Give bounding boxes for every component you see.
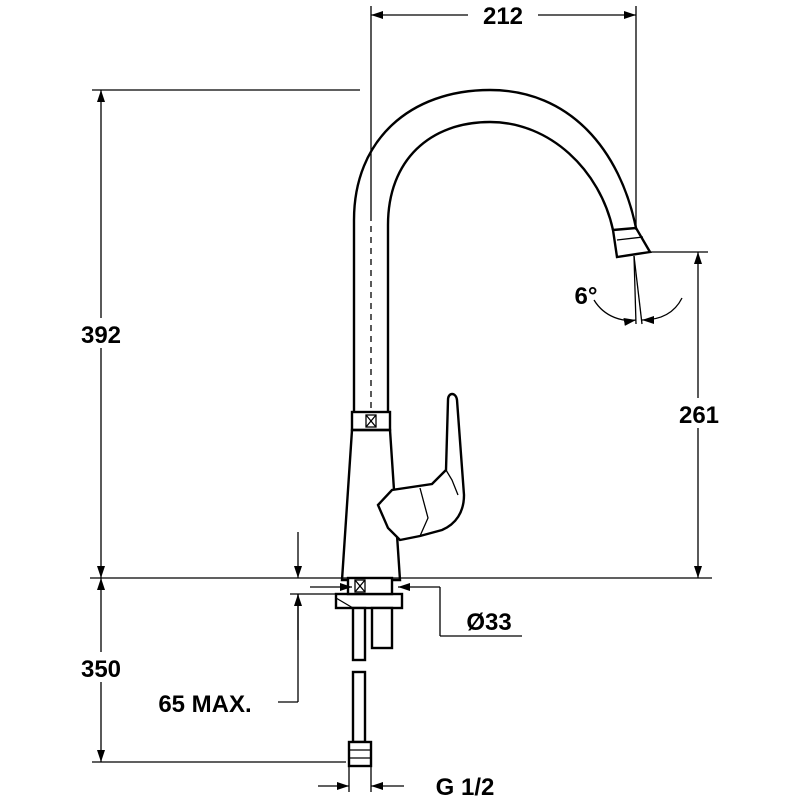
spout-inner xyxy=(386,120,615,412)
supply-hose-upper xyxy=(351,606,367,662)
dim-spout-angle: 6° xyxy=(575,255,683,326)
label-max-thickness: 65 MAX. xyxy=(158,691,251,718)
threaded-shank xyxy=(370,606,394,650)
supply-hose-lower xyxy=(351,670,367,744)
faucet-body xyxy=(340,428,402,582)
label-connection-thread: G 1/2 xyxy=(436,774,495,800)
dim-spout-reach: 212 xyxy=(370,2,637,230)
dim-hole-diameter: Ø33 xyxy=(310,583,522,637)
dim-connection-thread: G 1/2 xyxy=(318,766,494,800)
dim-total-height: 392 xyxy=(66,89,360,578)
mounting-nut xyxy=(334,592,404,610)
hose-connector xyxy=(347,740,373,768)
label-spout-height: 261 xyxy=(679,402,719,429)
label-total-height: 392 xyxy=(81,322,121,349)
label-pipe-length: 350 xyxy=(81,656,121,683)
faucet-outline xyxy=(334,88,652,768)
aerator xyxy=(611,226,652,259)
dim-max-thickness: 65 MAX. xyxy=(158,532,336,718)
lever-handle xyxy=(376,392,466,542)
dim-pipe-length: 350 xyxy=(66,578,346,763)
spout-outer xyxy=(352,88,638,412)
label-spout-angle: 6° xyxy=(575,283,598,310)
label-spout-reach: 212 xyxy=(483,3,523,30)
label-hole-diameter: Ø33 xyxy=(466,609,511,636)
dim-spout-height: 261 xyxy=(650,251,734,578)
